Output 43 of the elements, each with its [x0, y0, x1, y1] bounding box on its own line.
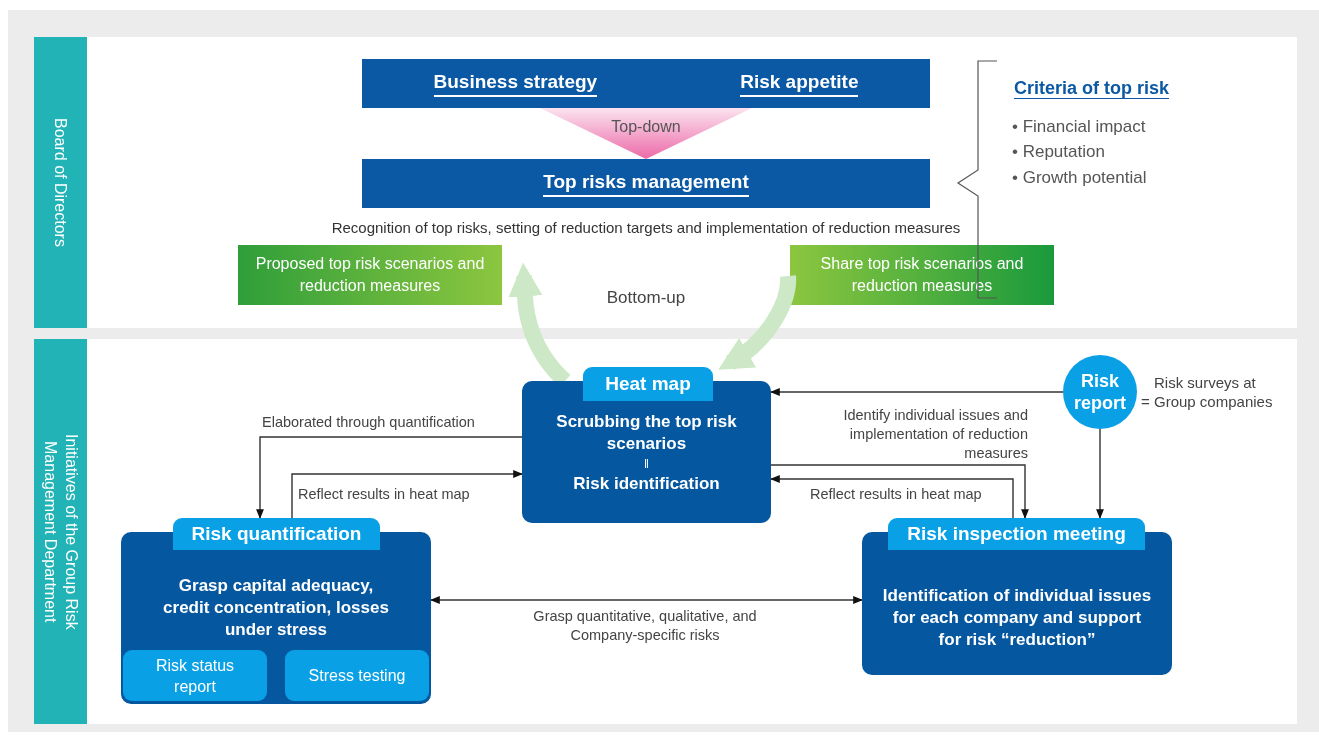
arrow — [770, 388, 1064, 396]
card-text: Risk identification — [572, 473, 721, 495]
card-tab: Risk quantification — [173, 518, 380, 550]
bullet-item: • Reputation — [1012, 142, 1105, 161]
arrow — [291, 470, 523, 519]
heading-bar: Top risks management — [362, 159, 930, 208]
card-text: Scrubbing the top risk scenarios — [555, 411, 738, 455]
section-title: Initiatives of the Group Risk Management Department — [40, 432, 81, 632]
card-text: Identification of individual issues for each company and support for risk “reduction” — [881, 585, 1153, 651]
section-panel — [34, 37, 1297, 328]
report-box: Stress testing — [285, 650, 429, 701]
edge-label: Identify individual issues and implementation of reduction measures — [842, 406, 1028, 463]
section-panel — [34, 339, 1297, 724]
side-note: Risk surveys at Group companies — [1154, 373, 1274, 411]
top-down-triangle: Top-down — [540, 108, 752, 159]
edge-label: Grasp quantitative, qualitative, and Company-specific risks — [532, 607, 758, 645]
scenario-box: Share top risk scenarios and reduction measures — [790, 245, 1054, 305]
bar-heading: Business strategy — [433, 70, 598, 97]
scenario-box: Proposed top risk scenarios and reduction measures — [238, 245, 502, 305]
arrow — [1096, 428, 1104, 519]
arrow — [256, 436, 523, 519]
bullet-item: • Growth potential — [1012, 168, 1147, 187]
card-text: Grasp capital adequacy, credit concentration, losses under stress — [162, 575, 390, 641]
side-note: = — [1141, 392, 1150, 411]
card-tab: Heat map — [583, 367, 713, 401]
arrow — [430, 596, 863, 604]
edge-label: Reflect results in heat map — [810, 485, 982, 504]
section-title: Board of Directors — [51, 118, 70, 247]
bullet-item: • Financial impact — [1012, 117, 1146, 136]
arrow — [770, 464, 1029, 519]
arrow — [770, 475, 1014, 519]
note-text: Recognition of top risks, setting of reduction targets and implementation of reduction measures — [330, 218, 962, 237]
bar-heading: Risk appetite — [740, 70, 859, 97]
card-tab: Risk inspection meeting — [888, 518, 1145, 550]
edge-label: Elaborated through quantification — [262, 413, 475, 432]
edge-label: Reflect results in heat map — [298, 485, 470, 504]
heading-bar — [362, 59, 930, 108]
criteria-heading: Criteria of top risk — [1014, 79, 1170, 98]
risk-report-circle: Risk report — [1063, 355, 1137, 429]
bottom-up-label: Bottom-up — [605, 288, 687, 307]
curved-arrow — [718, 275, 797, 371]
card-text: ‖ — [643, 457, 650, 471]
report-box: Risk status report — [123, 650, 267, 701]
